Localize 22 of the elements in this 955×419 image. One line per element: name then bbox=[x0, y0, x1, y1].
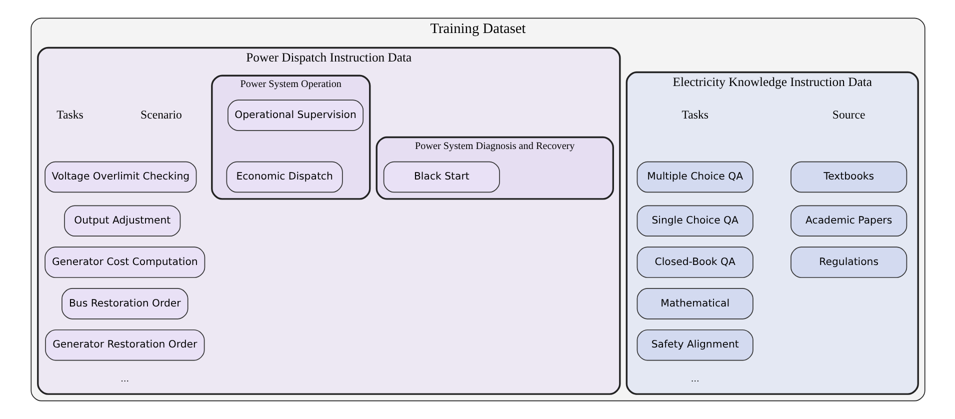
node-box: Textbooks bbox=[790, 161, 907, 193]
label: Scenario bbox=[140, 107, 182, 122]
node-box: Generator Restoration Order bbox=[44, 329, 204, 361]
node-box: Generator Cost Computation bbox=[44, 246, 205, 278]
label: … bbox=[120, 373, 129, 384]
node-box: Closed-Book QA bbox=[636, 246, 753, 278]
node-box: Single Choice QA bbox=[636, 205, 753, 237]
node-box: Academic Papers bbox=[790, 205, 907, 237]
node-box: Bus Restoration Order bbox=[61, 288, 188, 320]
node-box: Black Start bbox=[382, 161, 500, 193]
label: Tasks bbox=[681, 107, 708, 122]
label: Source bbox=[832, 107, 865, 122]
node-box: Mathematical bbox=[636, 288, 753, 320]
node-box: Safety Alignment bbox=[636, 329, 753, 361]
node-box: Operational Supervision bbox=[227, 100, 364, 131]
node-box: Multiple Choice QA bbox=[636, 161, 753, 193]
node-box: Voltage Overlimit Checking bbox=[44, 161, 196, 193]
label: Tasks bbox=[56, 107, 83, 122]
node-box: Output Adjustment bbox=[64, 205, 180, 237]
node-box: Economic Dispatch bbox=[226, 161, 342, 193]
node-box: Regulations bbox=[790, 246, 907, 278]
label: … bbox=[690, 373, 699, 384]
